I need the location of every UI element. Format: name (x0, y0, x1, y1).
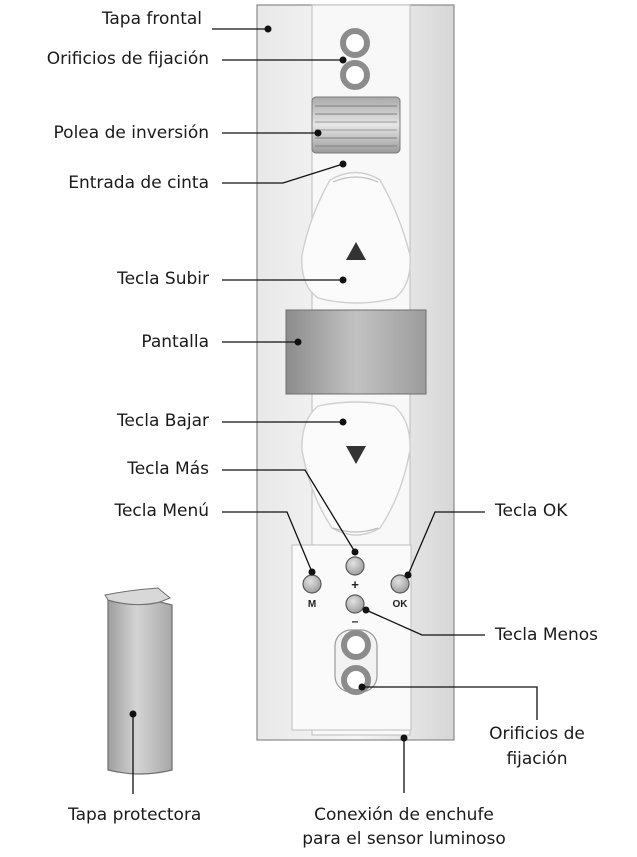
label-polea: Polea de inversión (53, 123, 209, 143)
label-bajar: Tecla Bajar (116, 411, 209, 431)
reversing-pulley (311, 96, 401, 154)
leader-dots (129, 25, 412, 742)
menu-key-label: M (308, 599, 316, 610)
label-subir: Tecla Subir (117, 269, 209, 289)
label-pantalla: Pantalla (141, 332, 209, 352)
minus-key[interactable] (345, 594, 365, 614)
fixing-hole-3 (341, 630, 371, 660)
down-triangle-icon (346, 446, 366, 464)
ok-key-label: OK (393, 599, 409, 610)
label-orificios-bottom-1: Orificios de (489, 724, 585, 744)
leader-lines (132, 28, 538, 794)
plus-key-label: + (351, 577, 359, 592)
label-menu: Tecla Menú (114, 501, 209, 521)
label-tapa-protectora: Tapa protectora (68, 805, 202, 825)
label-ok: Tecla OK (495, 501, 568, 521)
fixing-holes-top (340, 28, 370, 90)
label-conexion-2: para el sensor luminoso (302, 829, 506, 849)
menu-key[interactable] (302, 574, 322, 594)
label-mas: Tecla Más (127, 459, 209, 479)
label-tapa-frontal: Tapa frontal (101, 9, 202, 29)
fixing-hole-2 (340, 60, 370, 90)
protective-cover (104, 587, 173, 775)
ok-key[interactable] (390, 574, 410, 594)
up-triangle-icon (346, 242, 366, 260)
display-screen (285, 309, 427, 395)
down-key[interactable] (301, 401, 411, 536)
minus-key-label: – (352, 614, 359, 628)
up-key[interactable] (301, 171, 411, 304)
fixing-hole-1 (340, 28, 370, 58)
label-orificios-top: Orificios de fijación (46, 49, 209, 69)
plus-key[interactable] (345, 556, 365, 576)
label-conexion-1: Conexión de enchufe (314, 805, 494, 825)
fixing-holes-bottom (334, 629, 378, 695)
label-menos: Tecla Menos (495, 625, 599, 645)
label-orificios-bottom-2: fijación (506, 749, 568, 769)
label-entrada: Entrada de cinta (68, 173, 209, 193)
